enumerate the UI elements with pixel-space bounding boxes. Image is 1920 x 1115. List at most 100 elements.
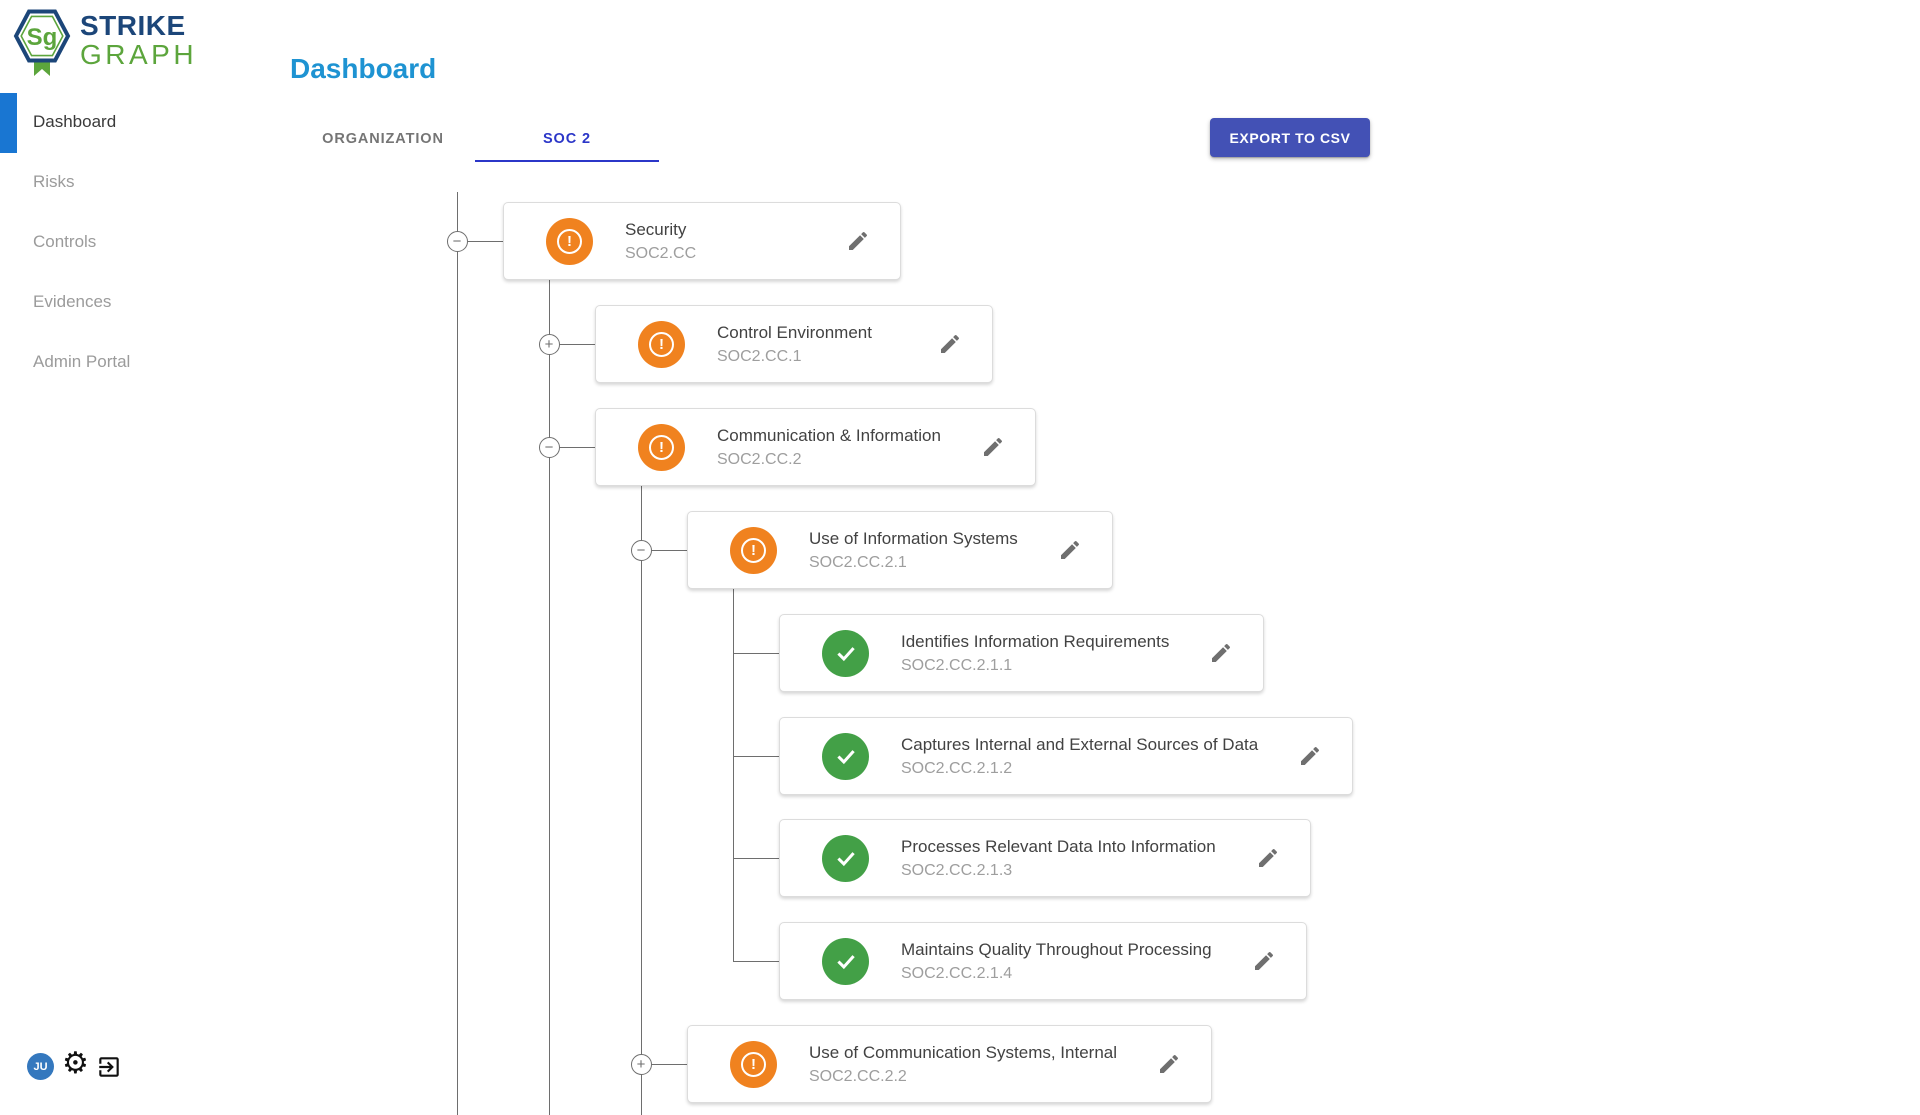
brand-wordmark: STRIKE GRAPH: [80, 12, 197, 69]
page-title: Dashboard: [290, 53, 437, 84]
node-code: SOC2.CC.2.1: [809, 553, 907, 571]
node-title: Identifies Information Requirements: [901, 631, 1170, 651]
sidebar-item-risks[interactable]: Risks: [33, 172, 75, 191]
tab-organization[interactable]: ORGANIZATION: [322, 131, 444, 147]
pencil-icon[interactable]: [846, 229, 870, 253]
exclamation-glyph: !: [649, 331, 674, 357]
tree-connector-line: [733, 858, 779, 859]
exclamation-glyph: !: [741, 537, 766, 563]
check-circle-icon: [822, 629, 869, 677]
avatar[interactable]: JU: [27, 1053, 54, 1080]
sidebar-item-controls[interactable]: Controls: [33, 232, 97, 251]
tree-connector-line: [457, 192, 458, 1115]
collapse-node-button[interactable]: −: [538, 436, 560, 458]
pencil-icon[interactable]: [981, 435, 1005, 459]
exclamation-glyph: !: [557, 228, 582, 254]
pencil-icon[interactable]: [1209, 641, 1233, 665]
check-circle-icon: [822, 834, 869, 882]
pencil-icon[interactable]: [1157, 1052, 1181, 1076]
check-circle-icon: [822, 732, 869, 780]
tree-node-card[interactable]: Captures Internal and External Sources o…: [779, 717, 1354, 795]
brand-name-bottom: GRAPH: [80, 39, 198, 70]
exclamation-circle-icon: !: [546, 217, 593, 265]
sidebar-item-admin-portal[interactable]: Admin Portal: [33, 352, 131, 371]
brand-name-top: STRIKE: [80, 10, 186, 41]
sidebar-active-indicator: [0, 93, 17, 153]
node-title: Communication & Information: [717, 425, 941, 445]
exclamation-circle-icon: !: [730, 526, 777, 574]
expand-node-button[interactable]: +: [538, 333, 560, 355]
tree-node-card[interactable]: Processes Relevant Data Into Information…: [779, 819, 1311, 897]
tree-connector-line: [549, 344, 595, 345]
node-title: Use of Communication Systems, Internal: [809, 1042, 1118, 1062]
collapse-node-button[interactable]: −: [446, 230, 468, 252]
node-code: SOC2.CC.2.1.4: [901, 964, 1013, 982]
exclamation-circle-icon: !: [638, 423, 685, 471]
tree-connector-line: [733, 961, 779, 962]
svg-text:Sg: Sg: [27, 24, 58, 51]
node-code: SOC2.CC.2.1.3: [901, 861, 1013, 879]
collapse-node-button[interactable]: −: [630, 539, 652, 561]
active-tab-underline: [475, 160, 659, 162]
node-code: SOC2.CC.2.1.2: [901, 759, 1013, 777]
node-code: SOC2.CC.1: [717, 347, 802, 365]
sidebar-item-dashboard[interactable]: Dashboard: [33, 112, 117, 131]
tab-soc-2[interactable]: SOC 2: [475, 116, 659, 162]
node-text: Processes Relevant Data Into Information…: [901, 837, 1256, 880]
tab-bar: ORGANIZATION SOC 2: [291, 116, 659, 162]
node-title: Captures Internal and External Sources o…: [901, 734, 1259, 754]
tree-connector-line: [733, 756, 779, 757]
node-title: Use of Information Systems: [809, 528, 1018, 548]
expand-node-button[interactable]: +: [630, 1053, 652, 1075]
exit-icon[interactable]: [96, 1054, 122, 1085]
sidebar-item-evidences[interactable]: Evidences: [33, 292, 112, 311]
strike-graph-logo: Sg STRIKE GRAPH: [13, 8, 273, 78]
node-code: SOC2.CC: [625, 244, 697, 262]
node-title: Processes Relevant Data Into Information: [901, 836, 1216, 856]
tree-connector-line: [733, 653, 779, 654]
check-circle-icon: [822, 937, 869, 985]
tree-connector-line: [549, 280, 550, 1115]
tree-connector-line: [641, 1064, 687, 1065]
exclamation-circle-icon: !: [638, 320, 685, 368]
pencil-icon[interactable]: [1298, 744, 1322, 768]
node-code: SOC2.CC.2: [717, 450, 802, 468]
node-title: Security: [625, 219, 687, 239]
pencil-icon[interactable]: [1252, 949, 1276, 973]
tree-connector-line: [641, 550, 687, 551]
tree-connector-line: [733, 589, 734, 961]
pencil-icon[interactable]: [1058, 538, 1082, 562]
node-title: Control Environment: [717, 322, 872, 342]
gear-icon[interactable]: ⚙: [62, 1046, 89, 1081]
node-code: SOC2.CC.2.2: [809, 1067, 907, 1085]
node-text: Captures Internal and External Sources o…: [901, 735, 1298, 778]
exclamation-glyph: !: [741, 1051, 766, 1077]
pencil-icon[interactable]: [1256, 846, 1280, 870]
exclamation-glyph: !: [649, 434, 674, 460]
exclamation-circle-icon: !: [730, 1040, 777, 1088]
tree-connector-line: [549, 447, 595, 448]
node-code: SOC2.CC.2.1.1: [901, 656, 1013, 674]
pencil-icon[interactable]: [938, 332, 962, 356]
hexagon-monogram-icon: Sg: [13, 9, 71, 76]
tree-connector-line: [641, 486, 642, 1115]
node-title: Maintains Quality Throughout Processing: [901, 939, 1212, 959]
export-to-csv-button[interactable]: EXPORT TO CSV: [1210, 118, 1370, 157]
